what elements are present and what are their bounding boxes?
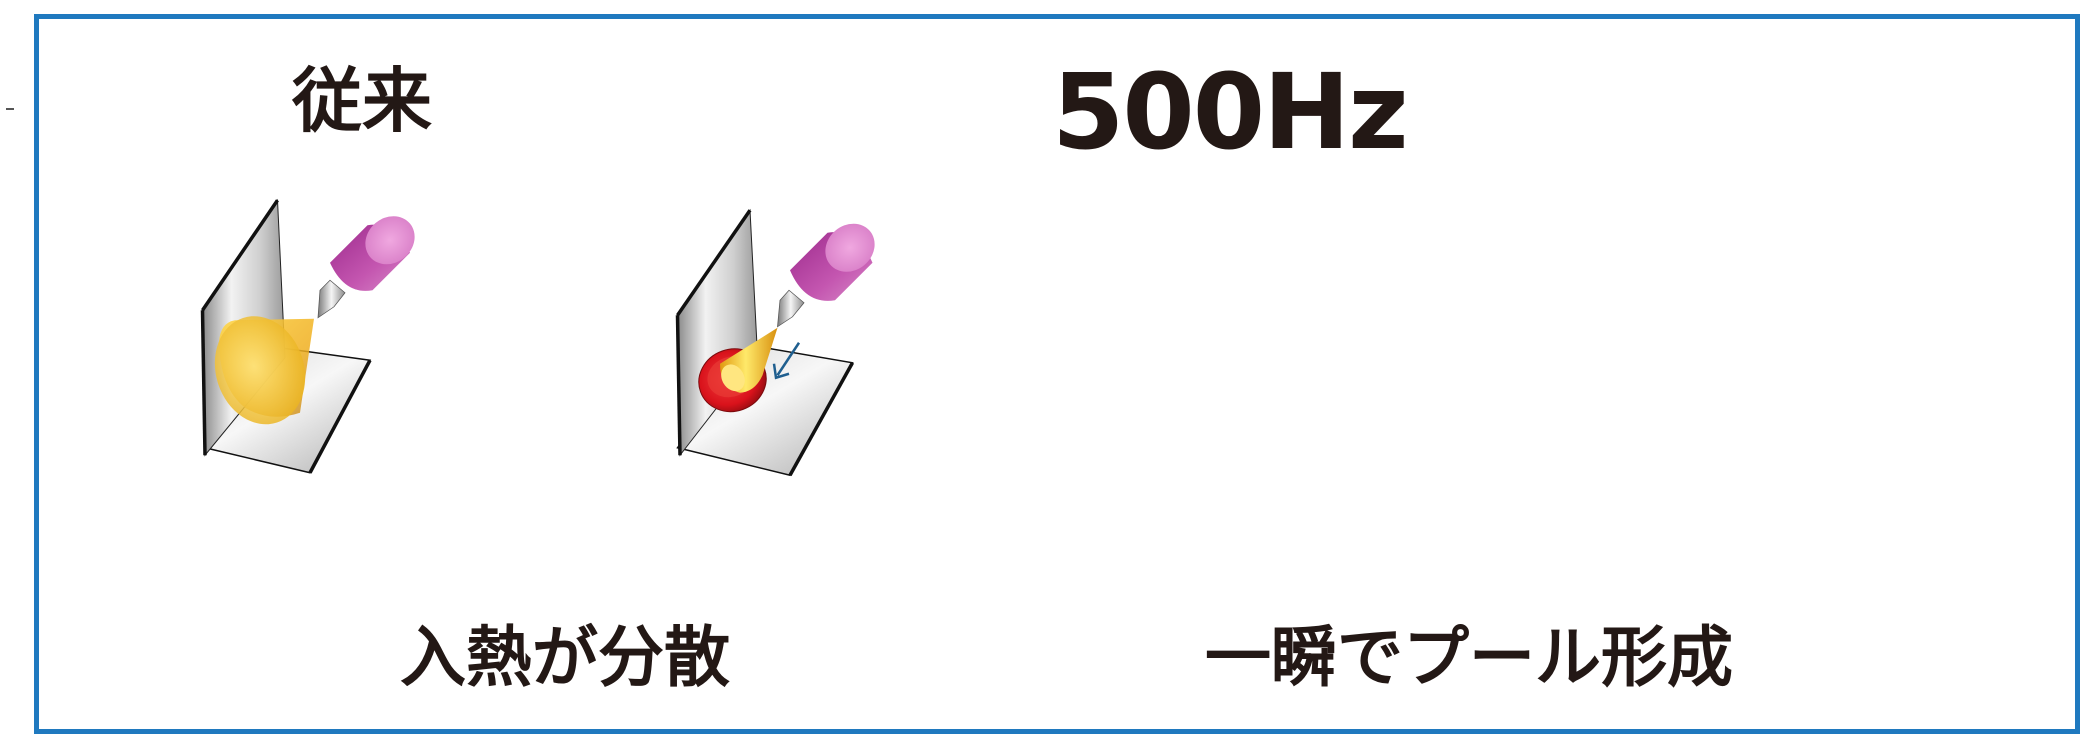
frame-tick-mark [6, 108, 14, 110]
diagram-frame [34, 14, 2080, 734]
conventional-label: 従来 [292, 60, 432, 142]
pool-arrow [772, 342, 801, 380]
welding-torch [330, 216, 415, 291]
conventional-caption: 入熱が分散 [400, 619, 730, 696]
cone-face [214, 316, 306, 425]
500hz-weld-scene [675, 208, 875, 477]
torch-nozzle [317, 279, 346, 319]
welding-torch [790, 223, 875, 301]
conventional-weld-scene [200, 198, 415, 474]
500hz-caption: 一瞬でプール形成 [1205, 619, 1733, 696]
comparison-illustration [200, 198, 875, 477]
500hz-label: 500Hz [1052, 51, 1409, 173]
torch-nozzle [777, 289, 805, 328]
